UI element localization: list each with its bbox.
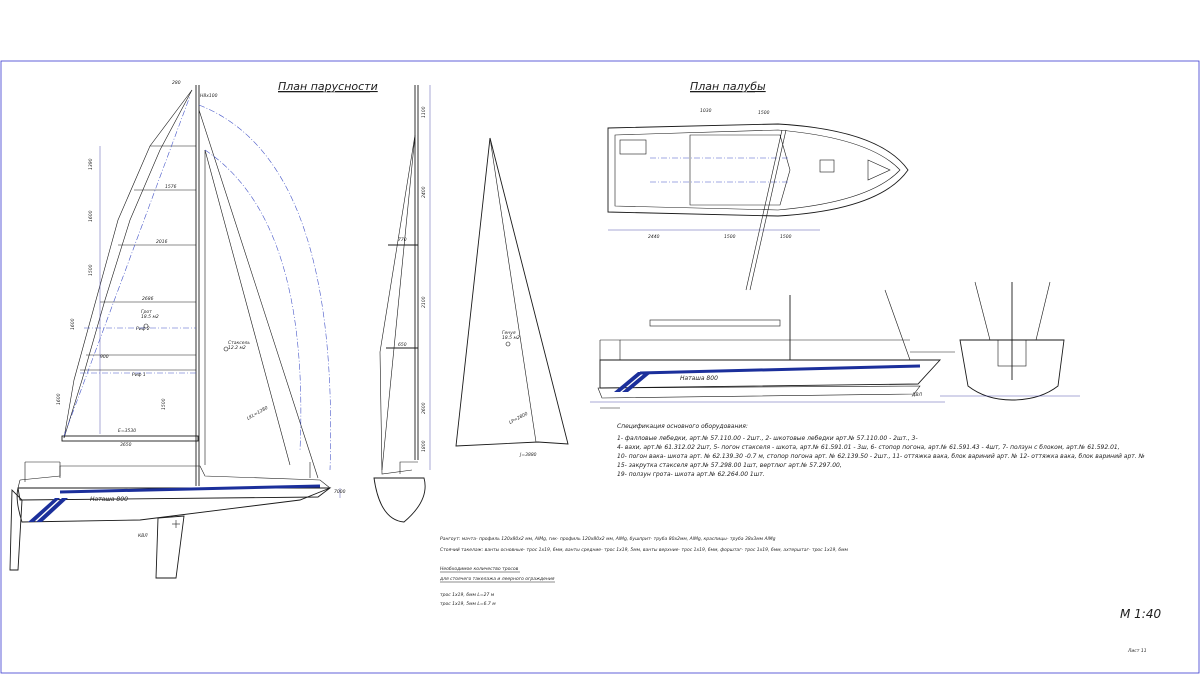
note-underline-1: Необходимое количество тросов [440, 566, 519, 572]
scale-label: М 1:40 [1120, 607, 1161, 621]
batten-dim: 2016 [156, 239, 168, 245]
deck-dim: 1500 [724, 234, 736, 240]
reef-2-label: Риф 2 [136, 326, 150, 332]
note-underline-2: для стоячего такелажа и леерного огражде… [439, 577, 555, 582]
spec-line: 4- вахи, арт.№ 61.312.02 2шт, 5- погон с… [617, 444, 1120, 451]
rig-dim: 650 [398, 342, 407, 348]
lwl-mark: КВЛ [138, 533, 148, 539]
rig-hull-side [373, 477, 426, 523]
lwl-dim: 7000 [334, 489, 346, 495]
hull-stripe [28, 498, 60, 522]
rig-dim: 1800 [421, 440, 427, 452]
cockpit [689, 134, 791, 206]
boom-e-label: E=3530 [118, 428, 136, 434]
deck-plan-title: План палубы [690, 80, 766, 93]
reef-1-label: Риф 1 [132, 372, 146, 378]
keel [155, 515, 185, 579]
note-standing: Стоячий такелаж: ванты основные- трос 1х… [440, 547, 848, 553]
rig-dim: 770 [398, 237, 407, 243]
mainsail-leech [63, 89, 193, 439]
deck-dim: 1500 [780, 234, 792, 240]
mast-top-label: H8x100 [200, 93, 218, 99]
deck-dim: 1030 [700, 108, 712, 114]
genoa-outline [455, 137, 569, 447]
note-rope-2: трос 1х19, 5мм L=6.7 м [440, 601, 496, 607]
spec-line: 10- погон вака- шкота арт. № 62.139.30 -… [617, 453, 1145, 460]
rig-dim: 2600 [421, 402, 427, 414]
profile-hull-name: Наташа 800 [680, 375, 718, 382]
sail-dim: 1600 [56, 393, 62, 405]
batten-dim: 2686 [142, 296, 154, 302]
deck-dim: 2440 [648, 234, 660, 240]
spec-line: 1- фалловые лебедки, арт.№ 57.110.00 - 2… [617, 435, 918, 442]
jib-lp-label: LP=2800 [508, 411, 529, 426]
dwl-mark: ДВЛ [911, 392, 923, 398]
sail-dim: 1600 [88, 210, 94, 222]
sail-dim: 1500 [88, 264, 94, 276]
sheet-frame [0, 60, 1200, 674]
batten-dim: 1576 [165, 184, 177, 190]
sail-dim: 1500 [161, 398, 167, 410]
profile-hull [599, 359, 942, 389]
boom-length-label: 3650 [120, 442, 132, 448]
forestay [198, 109, 319, 479]
rudder [9, 488, 23, 571]
keel-dim-label: LKL=1280 [246, 405, 269, 422]
mast-head-dim: 280 [172, 80, 181, 86]
sail-dim: 1600 [70, 318, 76, 330]
rig-dim: 2400 [421, 186, 427, 198]
boom [61, 435, 199, 442]
spec-title: Спецификация основного оборудования: [617, 423, 748, 430]
front-section [959, 339, 1065, 401]
spec-line: 15- закрутка стакселя арт.№ 57.298.00 1ш… [617, 462, 842, 469]
note-rope-1: трос 1х19, 6мм L=27 м [440, 592, 495, 598]
sail-dim: 1390 [88, 158, 94, 170]
deck-dim: 1500 [758, 110, 770, 116]
deck-outline [607, 123, 909, 217]
hull-name: Наташа 800 [90, 496, 128, 503]
sail-plan-title: План парусности [278, 80, 378, 93]
rig-dim: 1100 [421, 106, 427, 118]
spec-line: 19- ползун грота- шкота арт.№ 62.264.00 … [617, 471, 765, 478]
note-rigging: Рангоут: мачта- профиль 120х80х2 мм, AlM… [440, 536, 776, 542]
jib-foot-label: J=3880 [519, 452, 537, 458]
rig-dim: 2100 [421, 296, 427, 308]
mast-arc [198, 104, 331, 471]
sheet-number: Лист 11 [1127, 648, 1147, 654]
batten-dim: 900 [100, 354, 109, 360]
